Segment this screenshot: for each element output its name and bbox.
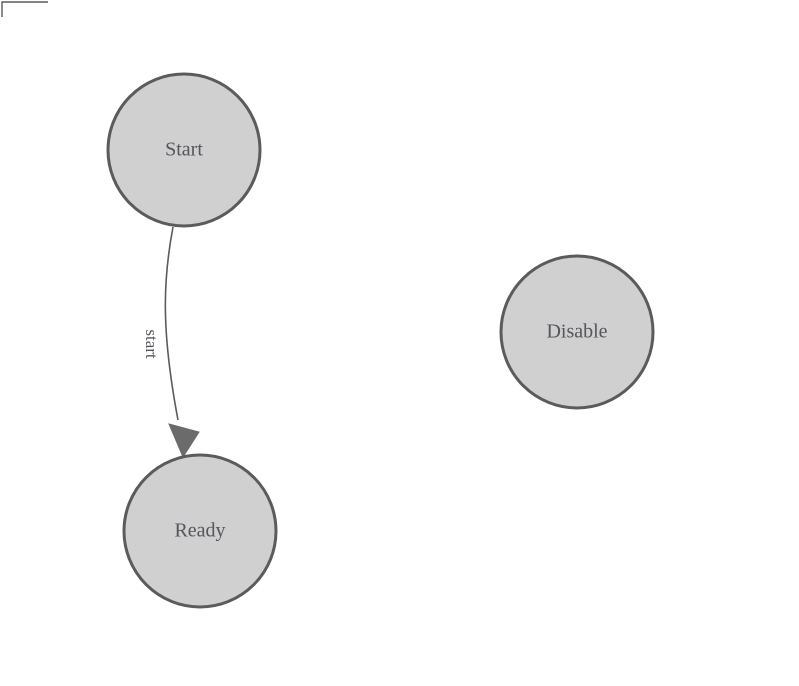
edge-start-to-ready[interactable]: start: [142, 226, 200, 459]
node-disable-circle[interactable]: [499, 254, 655, 410]
arrowhead-icon: [168, 423, 200, 459]
edge-label-start: start: [142, 329, 161, 359]
node-ready-label: Ready: [174, 520, 225, 542]
node-disable[interactable]: Disable: [499, 254, 655, 410]
edge-line: [164, 226, 179, 421]
node-ready-circle[interactable]: [122, 453, 278, 609]
node-start-circle[interactable]: [106, 72, 262, 228]
canvas-corner-mark: [1, 1, 48, 17]
node-disable-label: Disable: [546, 321, 607, 343]
node-start[interactable]: Start: [106, 72, 262, 228]
node-start-label: Start: [165, 139, 203, 161]
node-ready[interactable]: Ready: [122, 453, 278, 609]
